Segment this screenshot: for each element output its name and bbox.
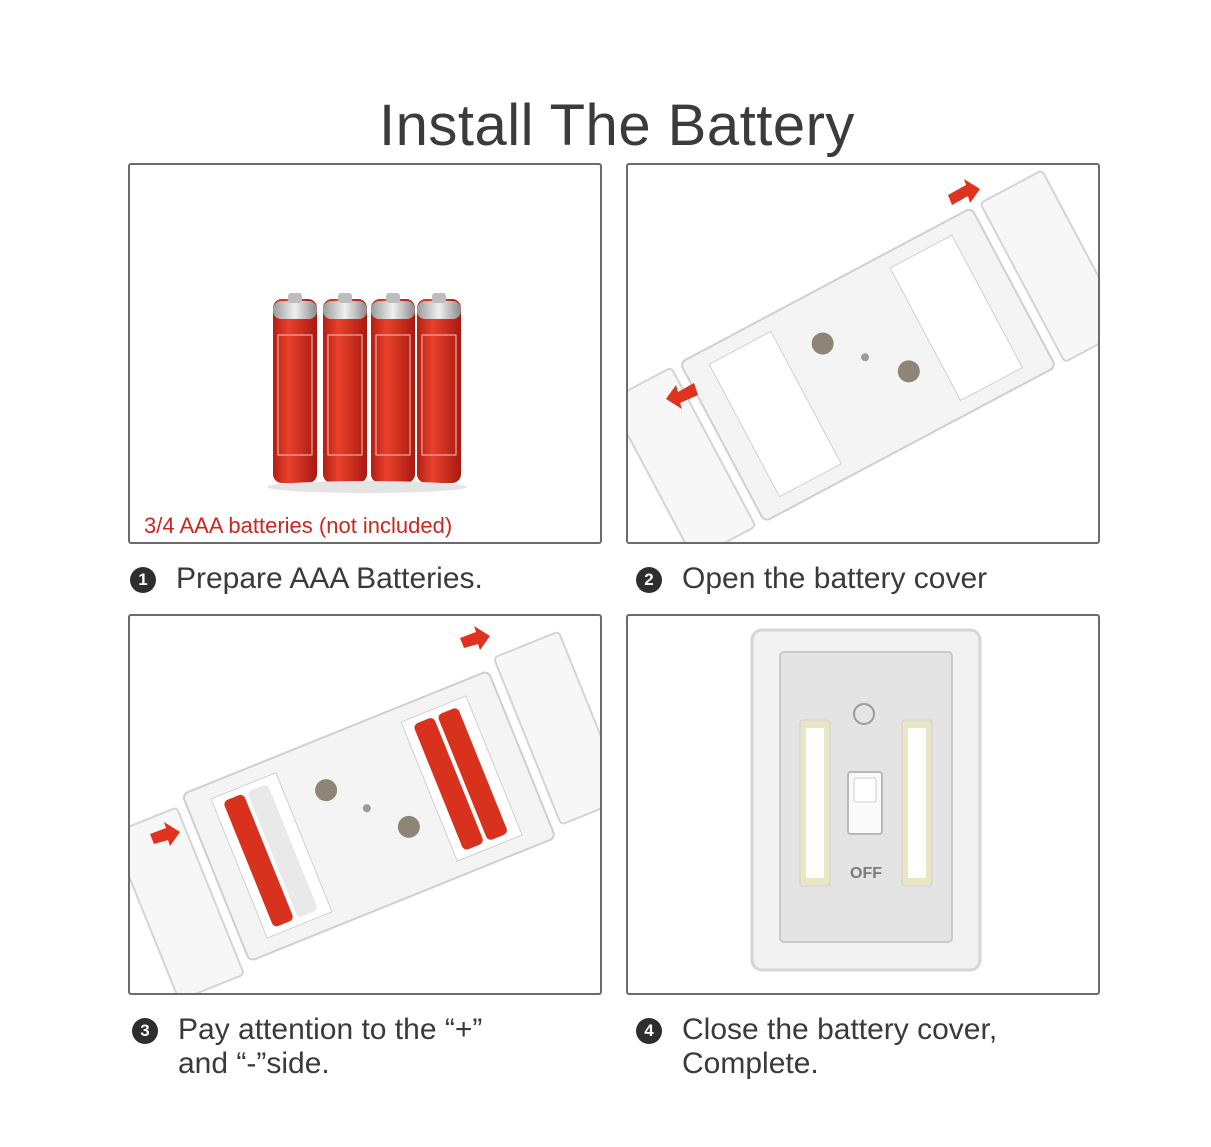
step-number-badge: 2 bbox=[636, 567, 662, 593]
batteries-illustration bbox=[267, 293, 467, 493]
switch-light-illustration: OFF bbox=[750, 628, 982, 972]
step-3-text: Pay attention to the “+” bbox=[178, 1013, 483, 1046]
battery-note: 3/4 AAA batteries (not included) bbox=[144, 513, 453, 538]
step-number-badge: 4 bbox=[636, 1018, 662, 1044]
open-cover-illustration bbox=[628, 170, 1098, 542]
step-1: 1 Prepare AAA Batteries. bbox=[130, 562, 483, 596]
arrow-icon bbox=[948, 179, 980, 205]
step-2-text: Open the battery cover bbox=[682, 562, 988, 595]
step-3-text-line2: and “-”side. bbox=[178, 1047, 330, 1080]
panel-complete: OFF bbox=[626, 614, 1100, 995]
battery-2 bbox=[323, 293, 367, 483]
step-2: 2 Open the battery cover bbox=[636, 562, 987, 596]
step-number-badge: 1 bbox=[130, 567, 156, 593]
step-number-badge: 3 bbox=[132, 1018, 158, 1044]
off-label: OFF bbox=[850, 865, 882, 882]
arrow-icon bbox=[150, 822, 180, 846]
battery-3 bbox=[371, 293, 415, 483]
arrow-icon bbox=[666, 383, 698, 409]
page-title: Install The Battery bbox=[379, 93, 855, 158]
battery-1 bbox=[273, 293, 317, 483]
battery-4 bbox=[417, 293, 461, 483]
step-1-text: Prepare AAA Batteries. bbox=[176, 562, 483, 595]
panel-prepare-batteries: 3/4 AAA batteries (not included) bbox=[128, 163, 602, 544]
step-4: 4 Close the battery cover, Complete. bbox=[636, 1013, 997, 1081]
panel-open-cover bbox=[626, 163, 1100, 544]
step-4-text: Close the battery cover, bbox=[682, 1013, 998, 1046]
panel-insert-batteries bbox=[128, 614, 602, 995]
step-4-text-line2: Complete. bbox=[682, 1047, 819, 1080]
arrow-icon bbox=[460, 626, 490, 650]
insert-batteries-illustration bbox=[130, 626, 600, 993]
step-3: 3 Pay attention to the “+” and “-”side. bbox=[132, 1013, 482, 1081]
bulb-icon bbox=[853, 703, 875, 725]
